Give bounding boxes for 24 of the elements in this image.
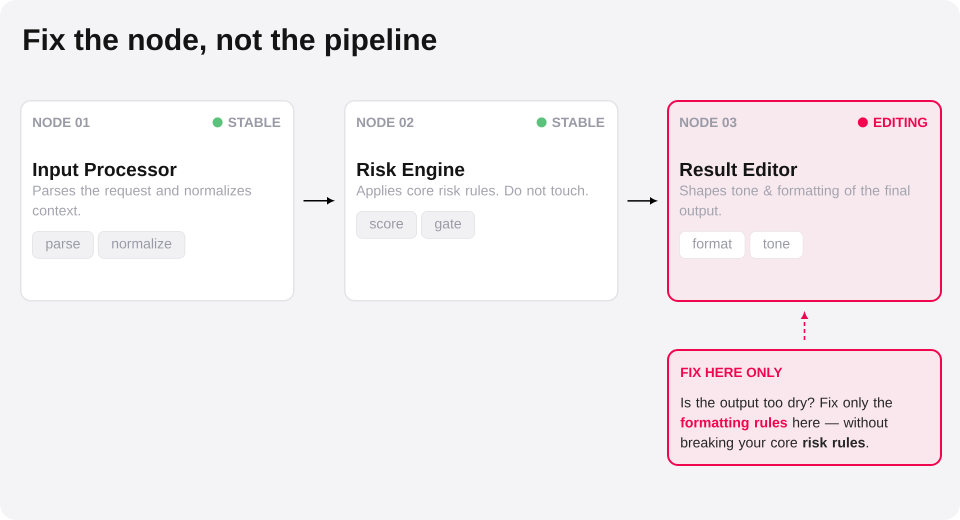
arrow (304, 198, 334, 204)
node-description: Shapes tone & formatting of the final output. (680, 185, 910, 218)
page-title: Fix the node, not the pipeline (24, 28, 436, 56)
node-title: Result Editor (680, 162, 798, 176)
tag-chip: score (356, 211, 418, 239)
tag-chip: format (679, 231, 746, 259)
callout-text: Is the output too dry? Fix only the formatting rules here — without breaking your core risk rules. (680, 397, 892, 450)
node-title: Input Processor (33, 162, 177, 180)
node-id: NODE 01 (33, 118, 90, 128)
tag-chip: gate (421, 211, 476, 239)
tag-chip: tone (749, 231, 804, 259)
callout-heading: FIX HERE ONLY (681, 368, 782, 378)
node-description: Parses the request and normalizes context. (32, 185, 252, 216)
status-label: EDITING (874, 118, 927, 128)
status-label: STABLE (552, 118, 604, 128)
tag-chip: normalize (98, 231, 186, 259)
arrow (801, 312, 808, 340)
node-id: NODE 03 (680, 118, 736, 128)
node-description: Applies core risk rules. Do not touch. (356, 185, 588, 198)
node-id: NODE 02 (357, 118, 414, 128)
arrow (628, 198, 656, 204)
tag-chip: parse (32, 231, 94, 259)
node-title: Risk Engine (357, 162, 464, 180)
status-label: STABLE (228, 118, 280, 128)
